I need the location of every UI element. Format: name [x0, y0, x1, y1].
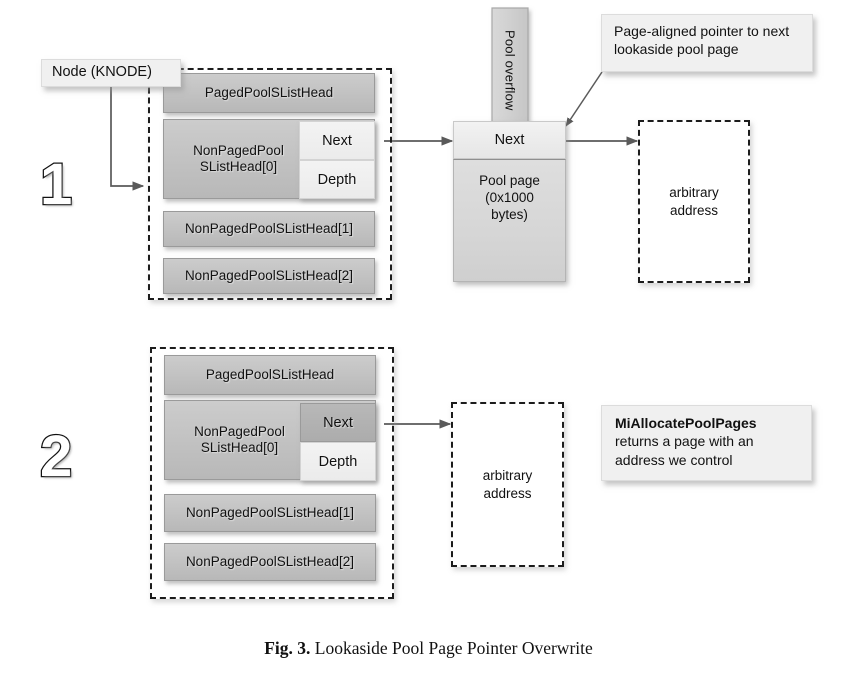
- arbitrary-address-line1: arbitrary: [669, 184, 719, 200]
- arbitrary-address-text: arbitrary address: [669, 184, 719, 219]
- row-label-line1: NonPagedPool: [193, 142, 284, 158]
- pool-page-body-text: Pool page (0x1000 bytes): [479, 173, 540, 224]
- pool-page-line2: (0x1000: [485, 190, 534, 206]
- callout-mi-allocate-line3: address we control: [615, 451, 733, 468]
- callout-mi-allocate-line2: returns a page with an: [615, 433, 754, 450]
- row-label: NonPagedPool SListHead[0]: [164, 143, 311, 175]
- callout-node-knode: Node (KNODE): [41, 59, 181, 87]
- next-cell-step1[interactable]: Next: [299, 121, 375, 160]
- next-depth-stack-step2: Next Depth: [300, 403, 376, 481]
- arbitrary-address-line2: address: [669, 202, 718, 218]
- arbitrary-address-box-step2: arbitrary address: [451, 402, 564, 567]
- row-label-line2: SListHead[0]: [199, 159, 278, 174]
- step-1-numeral: 1: [39, 152, 74, 217]
- row-paged-pool-slist-head-step2: PagedPoolSListHead: [164, 355, 376, 395]
- row-label: NonPagedPool SListHead[0]: [165, 424, 312, 456]
- row-label: PagedPoolSListHead: [205, 367, 335, 383]
- row-nonpaged-pool-slist-head-1-step2: NonPagedPoolSListHead[1]: [164, 494, 376, 532]
- arbitrary-address-line1: arbitrary: [482, 467, 533, 483]
- knode-group-step2: [150, 347, 394, 599]
- row-paged-pool-slist-head-step1: PagedPoolSListHead: [163, 73, 375, 113]
- row-nonpaged-pool-slist-head-1-step1: NonPagedPoolSListHead[1]: [163, 211, 375, 247]
- pool-overflow-label: Pool overflow: [502, 30, 518, 111]
- callout-page-aligned-pointer: Page-aligned pointer to next lookaside p…: [601, 14, 813, 72]
- pool-page-next-field[interactable]: Next: [453, 121, 566, 159]
- knode-group-step1: [148, 68, 392, 300]
- step-2-numeral: 2: [39, 424, 74, 489]
- row-label: NonPagedPoolSListHead[2]: [184, 268, 354, 284]
- pool-page-line3: bytes): [491, 206, 528, 222]
- row-label: NonPagedPoolSListHead[2]: [185, 554, 355, 570]
- row-label: PagedPoolSListHead: [204, 85, 334, 101]
- row-label: NonPagedPoolSListHead[1]: [185, 505, 355, 521]
- row-label-line1: NonPagedPool: [194, 423, 285, 439]
- pool-page-body: Pool page (0x1000 bytes): [453, 159, 566, 282]
- pointer-callout-leader: [565, 71, 603, 127]
- figure-caption: Fig. 3. Lookaside Pool Page Pointer Over…: [0, 638, 857, 659]
- figure-caption-label: Fig. 3.: [264, 638, 311, 658]
- row-nonpaged-pool-slist-head-2-step2: NonPagedPoolSListHead[2]: [164, 543, 376, 581]
- next-cell-step2[interactable]: Next: [300, 403, 376, 442]
- arbitrary-address-box-step1: arbitrary address: [638, 120, 750, 283]
- arbitrary-address-text: arbitrary address: [483, 467, 533, 502]
- pool-page-line1: Pool page: [479, 173, 540, 189]
- callout-mi-allocate-pool-pages: MiAllocatePoolPages returns a page with …: [601, 405, 812, 481]
- figure-caption-text: Lookaside Pool Page Pointer Overwrite: [314, 638, 593, 658]
- row-nonpaged-pool-slist-head-2-step1: NonPagedPoolSListHead[2]: [163, 258, 375, 294]
- row-label-line2: SListHead[0]: [200, 440, 279, 455]
- arbitrary-address-line2: address: [483, 485, 532, 501]
- knode-leader-line: [110, 86, 145, 191]
- pool-page-box: Next Pool page (0x1000 bytes): [453, 121, 566, 282]
- depth-cell-step2[interactable]: Depth: [300, 442, 376, 481]
- callout-mi-allocate-bold: MiAllocatePoolPages: [615, 415, 757, 431]
- callout-node-knode-text: Node (KNODE): [52, 64, 152, 81]
- depth-cell-step1[interactable]: Depth: [299, 160, 375, 199]
- callout-page-aligned-pointer-text: Page-aligned pointer to next lookaside p…: [614, 23, 790, 58]
- next-depth-stack-step1: Next Depth: [299, 121, 375, 199]
- row-label: NonPagedPoolSListHead[1]: [184, 221, 354, 237]
